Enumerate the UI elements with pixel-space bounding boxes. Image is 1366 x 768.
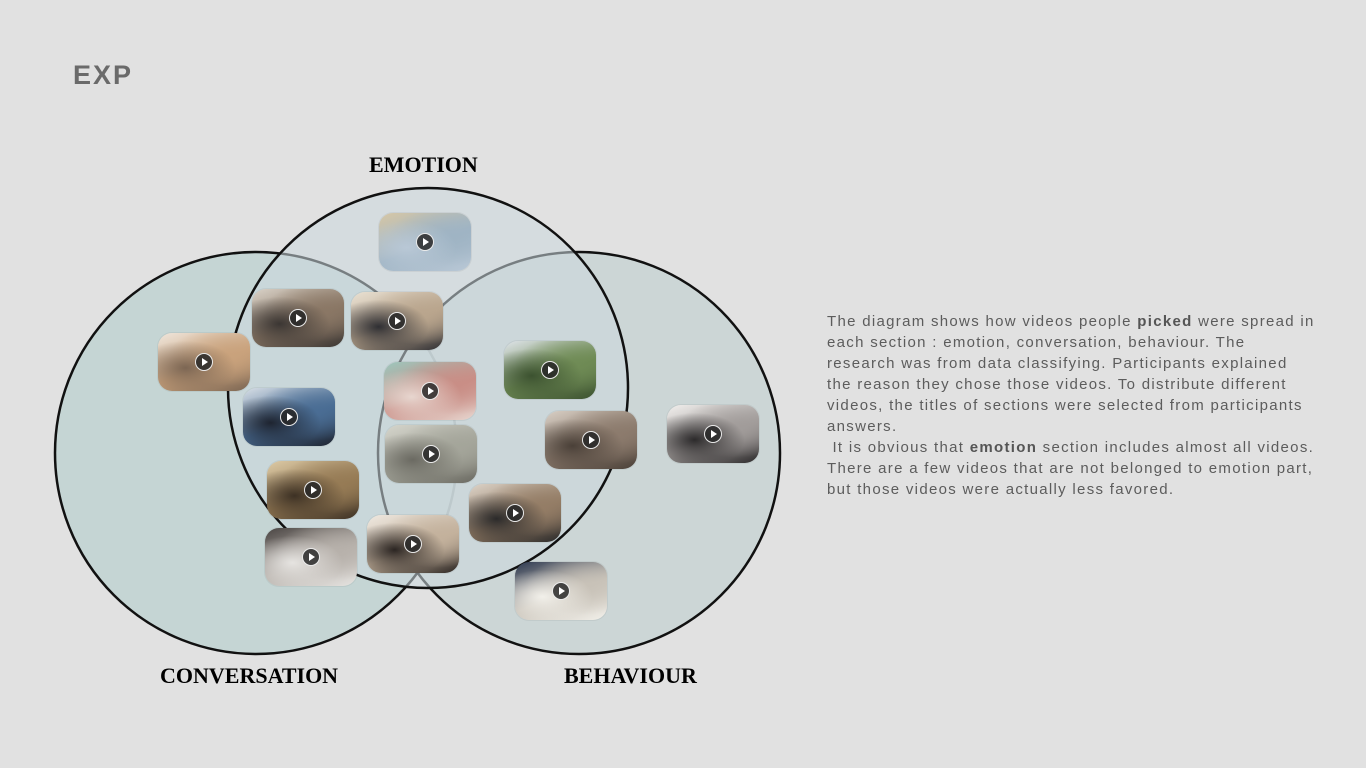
behaviour-label: BEHAVIOUR [564,663,697,688]
brand-logo: EXP [73,60,134,90]
play-icon[interactable] [421,382,439,400]
video-thumbnail-office-chat[interactable] [265,528,357,586]
video-thumbnail-phone-friends[interactable] [515,562,607,620]
video-thumbnail-river-swim[interactable] [385,425,477,483]
description-text-1a: The diagram shows how videos people [827,313,1138,330]
play-icon[interactable] [280,408,298,426]
video-thumbnail-beach[interactable] [379,213,471,271]
description-text: The diagram shows how videos people pick… [827,311,1317,500]
emotion-label: EMOTION [369,152,478,177]
play-icon[interactable] [422,445,440,463]
description-paragraph-1: The diagram shows how videos people pick… [827,311,1317,437]
play-icon[interactable] [582,431,600,449]
video-thumbnail-dark-room[interactable] [243,388,335,446]
video-thumbnail-restaurant[interactable] [267,461,359,519]
play-icon[interactable] [289,309,307,327]
video-thumbnail-dinner-friends[interactable] [158,333,250,391]
video-thumbnail-forest-walk[interactable] [504,341,596,399]
play-icon[interactable] [388,312,406,330]
play-icon[interactable] [552,582,570,600]
play-icon[interactable] [506,504,524,522]
play-icon[interactable] [704,425,722,443]
play-icon[interactable] [416,233,434,251]
video-thumbnail-bookshelf-room[interactable] [367,515,459,573]
video-thumbnail-bright-light[interactable] [667,405,759,463]
video-thumbnail-cafe-talk[interactable] [469,484,561,542]
description-text-2b: section includes almost all videos. Ther… [827,439,1315,498]
play-icon[interactable] [404,535,422,553]
play-icon[interactable] [304,481,322,499]
description-highlight-emotion: emotion [969,439,1038,456]
video-thumbnail-couch-friends[interactable] [545,411,637,469]
video-thumbnail-kitchen-talk[interactable] [351,292,443,350]
description-text-2a: It is obvious that [827,439,970,456]
video-thumbnail-group-table[interactable] [252,289,344,347]
description-text-1b: were spread in each section : emotion, c… [827,313,1315,435]
description-paragraph-2: It is obvious that emotion section inclu… [827,437,1317,500]
description-highlight-picked: picked [1137,313,1193,330]
play-icon[interactable] [541,361,559,379]
video-thumbnail-child-playroom[interactable] [384,362,476,420]
play-icon[interactable] [195,353,213,371]
play-icon[interactable] [302,548,320,566]
conversation-label: CONVERSATION [160,663,339,688]
